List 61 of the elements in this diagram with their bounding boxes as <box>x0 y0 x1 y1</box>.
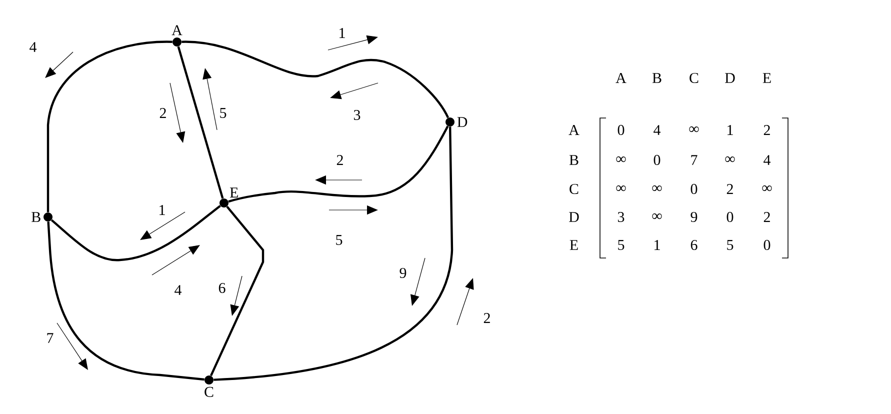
matrix-header: B <box>569 155 578 165</box>
graph-edge <box>214 126 454 381</box>
weight-label: 7 <box>47 333 54 343</box>
matrix-cell: 2 <box>726 184 733 194</box>
matrix-cell: 5 <box>618 240 624 250</box>
weight-label: 5 <box>336 235 342 245</box>
matrix-cell: ∞ <box>725 156 735 162</box>
weight-label: 1 <box>160 205 165 215</box>
weight-label: 2 <box>160 108 166 118</box>
matrix-cell: 5 <box>727 240 734 250</box>
matrix-cell: 0 <box>618 124 624 136</box>
graph-edge <box>46 40 172 212</box>
weight-label: 2 <box>336 155 343 165</box>
graph-edge <box>177 46 224 199</box>
matrix-cell: 6 <box>690 240 698 250</box>
matrix-cell: 1 <box>654 240 660 250</box>
matrix-cell: 2 <box>764 212 770 222</box>
matrix-cell: 0 <box>654 154 660 166</box>
matrix-cell: 0 <box>764 240 770 250</box>
graph-edge <box>210 206 264 376</box>
matrix-cell: 3 <box>618 212 624 222</box>
matrix-header: C <box>690 72 698 84</box>
graph-edge <box>182 40 450 118</box>
node-label: A <box>172 25 182 36</box>
weight-label: 6 <box>218 282 226 294</box>
matrix-header: D <box>725 73 735 83</box>
matrix-cell: 0 <box>690 184 698 194</box>
matrix-cell: ∞ <box>616 185 626 192</box>
weight-label: 1 <box>340 28 345 38</box>
matrix-cell: 0 <box>726 212 734 222</box>
matrix-cell: ∞ <box>689 126 699 132</box>
matrix-cell: ∞ <box>652 213 662 220</box>
weight-label: 4 <box>30 42 37 52</box>
weight-label: 9 <box>400 268 406 278</box>
matrix-cell: 2 <box>764 125 770 135</box>
weight-label: 5 <box>220 108 226 118</box>
matrix-header: A <box>568 125 580 135</box>
matrix-cell: ∞ <box>652 185 662 192</box>
node-label: D <box>457 117 468 127</box>
matrix-header: B <box>652 73 662 83</box>
matrix-header: E <box>570 240 578 250</box>
matrix-header: D <box>569 212 579 222</box>
graph-edge <box>47 222 204 381</box>
graph-edge <box>228 126 449 203</box>
node-label: C <box>204 386 214 397</box>
node-label: E <box>230 188 238 198</box>
matrix-cell: 4 <box>654 125 661 135</box>
weight-label: 4 <box>174 285 182 295</box>
matrix-header: C <box>570 184 578 194</box>
matrix-header: A <box>616 73 626 83</box>
node-label: B <box>32 212 40 222</box>
matrix-header: E <box>762 73 771 83</box>
weight-label: 3 <box>354 110 360 120</box>
matrix-cell: 1 <box>728 125 733 135</box>
matrix-cell: 7 <box>691 155 698 165</box>
matrix-cell: ∞ <box>762 185 772 192</box>
matrix-cell: 9 <box>690 212 698 222</box>
matrix-cell: 4 <box>764 155 770 165</box>
matrix-cell: ∞ <box>616 156 626 162</box>
weight-label: 2 <box>484 313 490 323</box>
graph-edge <box>50 204 221 262</box>
